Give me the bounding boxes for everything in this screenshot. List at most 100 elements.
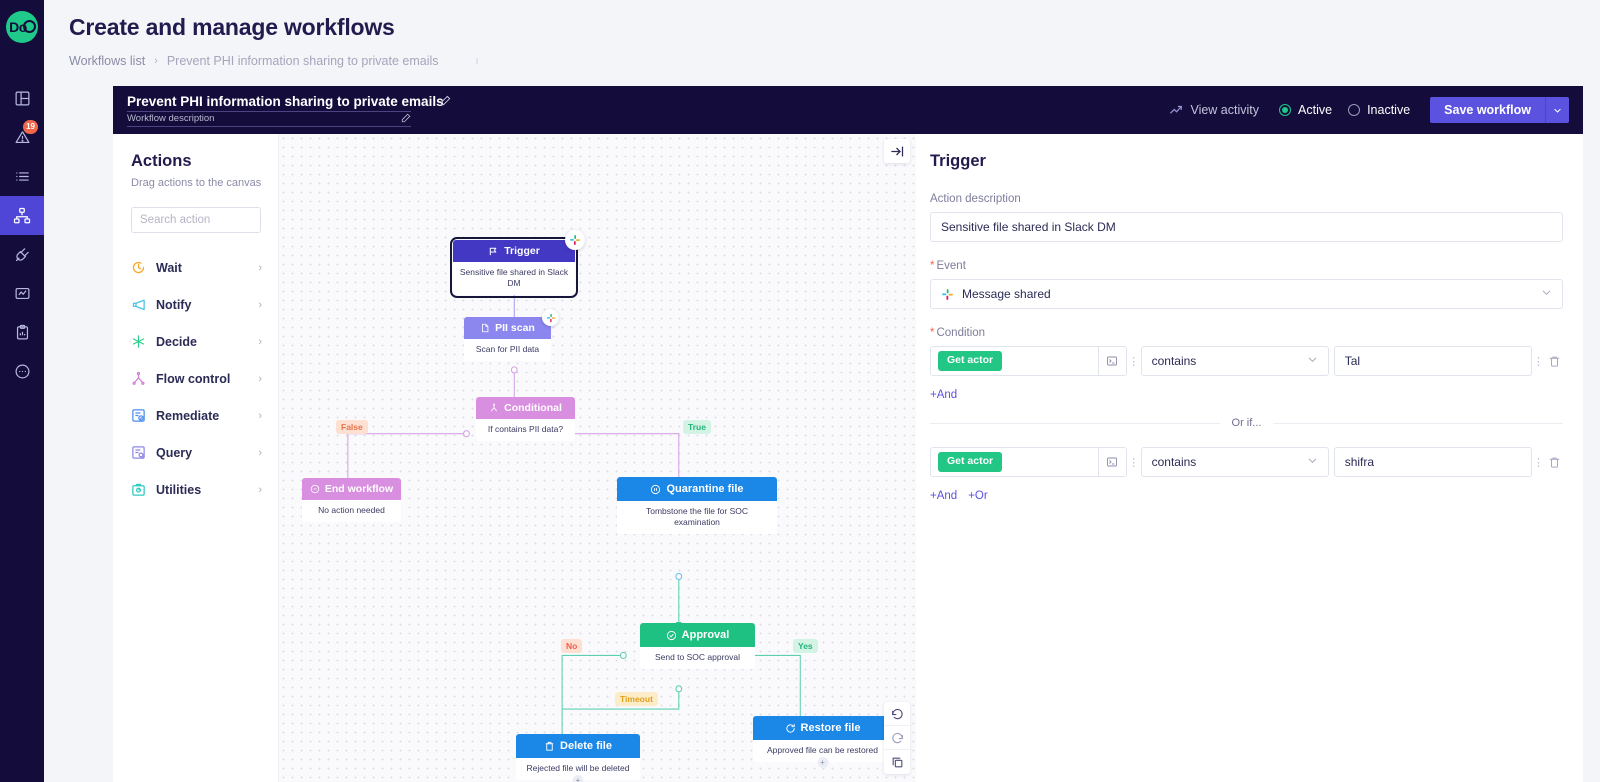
action-description-input[interactable] — [930, 212, 1563, 242]
event-label-text: Event — [936, 260, 966, 272]
file-icon — [482, 323, 489, 333]
save-workflow-button[interactable]: Save workflow — [1430, 97, 1545, 123]
workflow-name-edit[interactable] — [440, 95, 451, 106]
copy-icon — [892, 757, 902, 767]
sidebar-item-analytics[interactable] — [0, 274, 44, 313]
workflow-edges — [344, 284, 804, 742]
flag-icon — [489, 247, 497, 255]
condition-code-button[interactable] — [1098, 447, 1127, 477]
action-item-query[interactable]: Query › — [131, 434, 262, 471]
condition-actor-pill[interactable]: Get actor — [938, 452, 1003, 472]
add-and-link[interactable]: +And — [930, 389, 958, 401]
action-item-flow-control[interactable]: Flow control › — [131, 360, 262, 397]
action-item-decide[interactable]: Decide › — [131, 323, 262, 360]
condition-actor-pill[interactable]: Get actor — [938, 351, 1003, 371]
redo-button[interactable] — [884, 726, 910, 750]
app-logo[interactable]: Do — [6, 11, 38, 43]
node-header: Quarantine file — [617, 477, 777, 501]
sidebar-item-list[interactable] — [0, 157, 44, 196]
branch-icon — [491, 403, 498, 412]
node-title: PII scan — [495, 322, 535, 334]
edge-label-true: True — [683, 420, 711, 435]
workflow-node-restore-file[interactable]: Restore file Approved file can be restor… — [752, 715, 893, 768]
sidebar-item-help[interactable] — [0, 352, 44, 391]
actions-panel: Actions Drag actions to the canvas Wait … — [113, 134, 279, 782]
workflow-node-quarantine-file[interactable]: Quarantine file Tombstone the file for S… — [616, 476, 778, 535]
workflow-toolbar-actions: View activity Active Inactive Save workf… — [1169, 97, 1569, 123]
workflow-node-delete-file[interactable]: Delete file Rejected file will be delete… — [515, 733, 641, 782]
condition-value-input[interactable] — [1333, 447, 1532, 477]
action-label: Remediate — [156, 408, 220, 423]
workflow-node-pii-scan[interactable]: PII scan Scan for PII data — [463, 309, 559, 362]
sidebar-item-reports[interactable] — [0, 313, 44, 352]
chevron-right-icon: › — [258, 298, 262, 311]
workflow-node-approval[interactable]: Approval Send to SOC approval — [639, 622, 756, 670]
workflow-node-end-workflow[interactable]: End workflow No action needed — [301, 477, 402, 523]
event-value: Message shared — [962, 287, 1051, 301]
node-header: Trigger — [453, 240, 575, 262]
chevron-right-icon: › — [258, 335, 262, 348]
action-item-remediate[interactable]: Remediate › — [131, 397, 262, 434]
save-workflow-dropdown[interactable] — [1545, 97, 1569, 123]
action-item-notify[interactable]: Notify › — [131, 286, 262, 323]
sidebar-item-dashboard[interactable] — [0, 79, 44, 118]
collapse-panel-button[interactable] — [884, 139, 910, 163]
workflow-description-row[interactable]: Workflow description — [127, 113, 411, 127]
condition-actor-field[interactable]: Get actor — [930, 346, 1099, 376]
pencil-icon[interactable] — [401, 113, 411, 123]
panel-title: Trigger — [930, 152, 986, 170]
add-node-icon[interactable]: + — [572, 775, 584, 782]
actions-list: Wait › Notify › Decide — [131, 249, 262, 508]
status-radio-active[interactable]: Active — [1279, 103, 1332, 117]
event-select[interactable]: Message shared — [930, 279, 1563, 309]
logo-text: Do — [9, 19, 27, 35]
action-item-utilities[interactable]: Utilities › — [131, 471, 262, 508]
trigger-details-panel: Trigger Action description *Event Messag… — [916, 134, 1583, 782]
workflow-node-conditional[interactable]: Conditional If contains PII data? — [475, 396, 576, 442]
condition-delete-button[interactable] — [1545, 456, 1563, 469]
node-description: Rejected file will be deleted — [516, 758, 640, 780]
workflow-name: Prevent PHI information sharing to priva… — [127, 93, 444, 109]
breadcrumb-root[interactable]: Workflows list — [69, 54, 146, 68]
action-item-wait[interactable]: Wait › — [131, 249, 262, 286]
condition-menu-dots-icon[interactable]: ⋮ — [1533, 355, 1545, 368]
workflow-canvas[interactable]: Trigger Sensitive file shared in Slack D… — [279, 134, 916, 782]
node-description: Send to SOC approval — [640, 647, 755, 669]
condition-actor-field[interactable]: Get actor — [930, 447, 1099, 477]
chevron-right-icon: › — [258, 409, 262, 422]
or-if-divider: Or if... — [930, 417, 1564, 429]
undo-button[interactable] — [884, 702, 910, 726]
node-inner: Trigger Sensitive file shared in Slack D… — [452, 239, 576, 296]
action-label: Notify — [156, 297, 192, 312]
node-description: No action needed — [302, 500, 401, 522]
add-or-link[interactable]: +Or — [968, 490, 988, 502]
breadcrumb-extra: ı — [475, 55, 479, 67]
decide-icon — [131, 334, 146, 349]
sidebar-item-alerts[interactable]: 19 — [0, 118, 44, 157]
add-and-link[interactable]: +And — [930, 490, 958, 502]
list-icon — [15, 172, 29, 181]
condition-code-button[interactable] — [1098, 346, 1127, 376]
duplicate-button[interactable] — [884, 750, 910, 774]
node-title: Conditional — [504, 402, 562, 414]
condition-menu-dots-icon[interactable]: ⋮ — [1533, 456, 1545, 469]
search-action-input[interactable] — [131, 207, 261, 233]
slack-glyph — [546, 313, 555, 322]
view-activity-button[interactable]: View activity — [1169, 103, 1259, 117]
condition-operator-select[interactable]: contains — [1140, 346, 1329, 376]
page-title: Create and manage workflows — [69, 14, 395, 40]
status-radio-inactive[interactable]: Inactive — [1348, 103, 1410, 117]
left-nav-rail: Do 19 — [0, 0, 44, 782]
condition-delete-button[interactable] — [1545, 355, 1563, 368]
sidebar-item-workflows[interactable] — [0, 196, 44, 235]
add-node-icon[interactable]: + — [817, 757, 828, 768]
condition-value-input[interactable] — [1333, 346, 1532, 376]
condition-operator-select[interactable]: contains — [1140, 447, 1329, 477]
actions-subtitle: Drag actions to the canvas — [131, 177, 262, 189]
condition-group-links: +And +Or — [930, 490, 1563, 502]
slack-icon — [565, 230, 585, 250]
sidebar-item-integrations[interactable] — [0, 235, 44, 274]
workflow-node-trigger[interactable]: Trigger Sensitive file shared in Slack D… — [450, 230, 585, 298]
action-label: Wait — [156, 260, 182, 275]
workflow-title-row[interactable]: Prevent PHI information sharing to priva… — [127, 94, 450, 112]
